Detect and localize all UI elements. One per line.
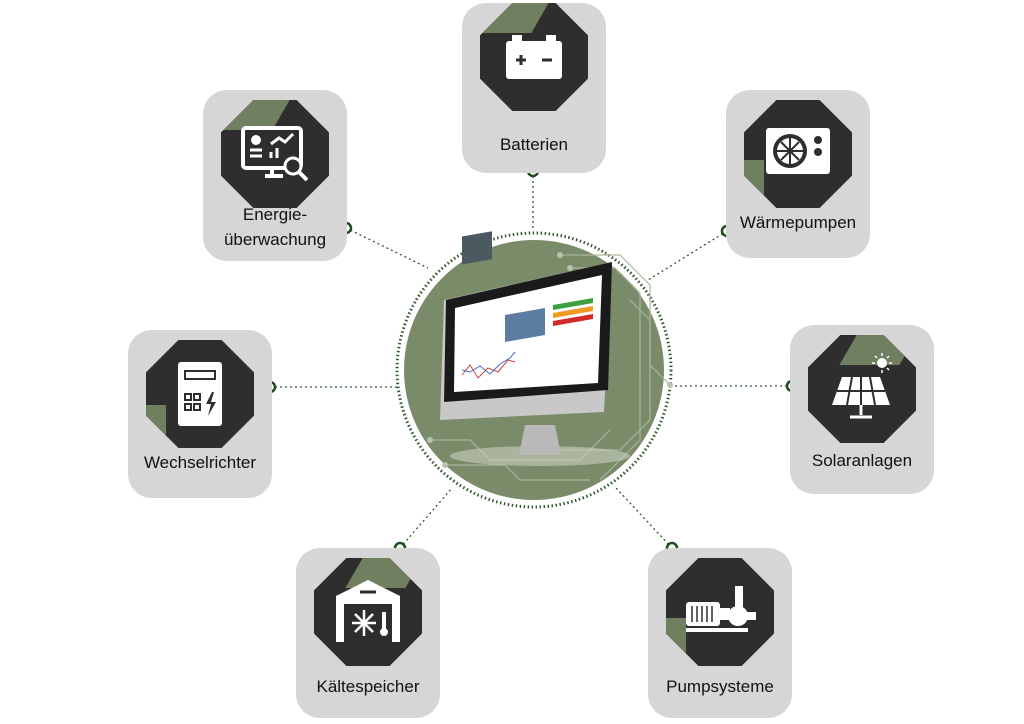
heat-pump-icon <box>744 100 852 208</box>
node-label: Solaranlagen <box>811 451 913 470</box>
node-energieueberwachung[interactable]: Energie- überwachung <box>203 90 347 261</box>
node-label: Pumpsysteme <box>666 677 774 696</box>
battery-icon <box>480 3 588 111</box>
node-label: Batterien <box>499 135 569 154</box>
node-label-line2: überwachung <box>223 230 327 249</box>
connector-energie <box>345 227 429 269</box>
connector-waermepumpen <box>647 230 728 281</box>
inverter-icon <box>146 340 254 448</box>
node-pumpsysteme[interactable]: Pumpsysteme <box>648 548 792 718</box>
pump-icon <box>666 558 774 666</box>
node-batterien[interactable]: Batterien <box>462 3 606 173</box>
node-solaranlagen[interactable]: Solaranlagen <box>790 325 934 494</box>
cold-storage-icon <box>314 558 422 666</box>
solar-panel-icon <box>808 335 916 443</box>
node-wechselrichter[interactable]: Wechselrichter <box>128 330 272 498</box>
center-ring <box>395 231 673 509</box>
node-kaeltespeicher[interactable]: Kältespeicher <box>296 548 440 718</box>
connector-pumpsysteme <box>615 487 673 549</box>
connector-kaeltespeicher <box>399 487 453 549</box>
node-label: Wärmepumpen <box>739 213 857 232</box>
node-label-line1: Energie- <box>242 205 308 224</box>
dashboard-monitor-icon <box>440 231 630 466</box>
node-label: Wechselrichter <box>143 453 257 472</box>
node-label: Kältespeicher <box>316 677 420 696</box>
monitoring-screen-icon <box>221 100 329 208</box>
node-waermepumpen[interactable]: Wärmepumpen <box>726 90 870 258</box>
